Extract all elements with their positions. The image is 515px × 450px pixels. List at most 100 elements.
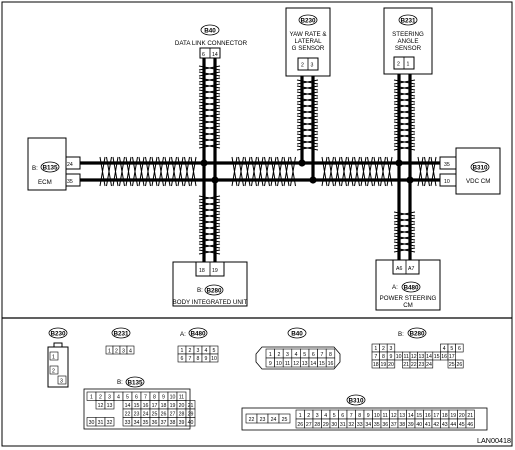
twist-mark — [270, 156, 277, 187]
pin-number: 25 — [282, 417, 288, 423]
pin-number: 5 — [450, 346, 453, 352]
svg-text:B310: B310 — [348, 397, 364, 404]
pin-number: 10 — [276, 361, 282, 367]
pin-number: 39 — [408, 422, 414, 428]
pin-number: 9 — [367, 413, 370, 419]
twist-mark — [296, 109, 319, 115]
pin-number: 9 — [269, 361, 272, 367]
pin-number: 1 — [374, 346, 377, 352]
twist-mark — [198, 195, 221, 201]
svg-text:B230: B230 — [50, 330, 66, 337]
pin-number: 9 — [390, 354, 393, 360]
pin-number: 10 — [170, 395, 176, 401]
twist-mark — [158, 156, 164, 187]
pin-number: 32 — [348, 422, 354, 428]
pin-number: 13 — [107, 403, 113, 409]
pin-number: 26 — [457, 362, 463, 368]
pin-number: 11 — [179, 395, 184, 401]
twist-mark — [393, 247, 416, 253]
junction-dot — [298, 159, 306, 167]
twist-mark — [244, 156, 251, 187]
pin-number: 31 — [340, 422, 346, 428]
svg-text:B231: B231 — [113, 330, 129, 337]
twist-mark — [198, 95, 221, 101]
junction-dot — [200, 159, 208, 167]
twist-mark — [198, 83, 221, 89]
twist-mark — [296, 133, 319, 139]
pin-number: 7 — [374, 354, 377, 360]
biu-name: BODY INTEGRATED UNIT — [173, 299, 248, 306]
pin-number: 4 — [129, 349, 132, 355]
pin-number: 22 — [125, 412, 131, 418]
pin-number: 6 — [458, 346, 461, 352]
twist-mark — [393, 133, 416, 139]
pin-number: 1 — [299, 413, 302, 419]
yaw-pin-2: 3 — [311, 63, 314, 69]
pin-number: 17 — [152, 403, 158, 409]
connector-view-b230: B230 1 2 3 — [47, 327, 69, 388]
pin-number: 17 — [449, 354, 455, 360]
pin-number: 29 — [323, 422, 329, 428]
steering-name-line-3: SENSOR — [395, 45, 422, 52]
twisted-pair-markers — [99, 65, 437, 255]
twist-mark — [373, 156, 380, 187]
twist-mark — [198, 65, 221, 71]
pin-number: 22 — [411, 362, 417, 368]
twist-mark — [393, 235, 416, 241]
twist-mark — [334, 156, 341, 187]
twist-mark — [198, 249, 221, 255]
pin-number: 9 — [162, 395, 165, 401]
pin-number: 11 — [383, 413, 388, 419]
svg-text:A:: A: — [180, 331, 186, 338]
pin-number: 23 — [134, 412, 140, 418]
twist-mark — [184, 156, 190, 187]
twist-mark — [393, 115, 416, 121]
psc-pin-2: A7 — [408, 266, 414, 272]
twist-mark — [106, 156, 112, 187]
vdc-connector-badge — [470, 161, 490, 173]
pin-number: 36 — [152, 420, 158, 426]
pin-number: 23 — [419, 362, 425, 368]
twist-mark — [119, 156, 125, 187]
vdc-cm-module: 35 10 B310 VDC CM — [439, 147, 501, 195]
pin-number: 1 — [269, 352, 272, 358]
twist-mark — [198, 243, 221, 249]
twist-mark — [424, 156, 430, 187]
pin-number: 10 — [396, 354, 402, 360]
junction-dot — [406, 176, 414, 184]
svg-text:3: 3 — [60, 379, 63, 385]
pin-number: 45 — [459, 422, 465, 428]
yaw-name-line-2: LATERAL — [294, 38, 322, 45]
twist-mark — [257, 156, 264, 187]
twist-mark — [177, 156, 184, 187]
pin-number: 4 — [443, 346, 446, 352]
twist-mark — [198, 71, 221, 77]
steering-angle-sensor: B231 STEERING ANGLE SENSOR 2 1 — [383, 7, 433, 75]
twist-mark — [430, 156, 437, 187]
pin-cell — [325, 357, 336, 368]
twist-mark — [393, 223, 416, 229]
dlc-name: DATA LINK CONNECTOR — [175, 40, 248, 47]
vdc-name: VDC CM — [466, 178, 490, 185]
connector-housing — [83, 388, 191, 430]
twist-mark — [125, 156, 132, 187]
pin-number: 18 — [442, 413, 448, 419]
yaw-name-line-3: G SENSOR — [292, 45, 325, 52]
ecm-connector-badge — [40, 161, 60, 173]
pin-number: 8 — [153, 395, 156, 401]
twist-mark — [283, 156, 290, 187]
pin-number: 19 — [381, 362, 387, 368]
pin-number: 33 — [125, 420, 131, 426]
twist-mark — [296, 139, 319, 145]
pin-number: 27 — [170, 412, 176, 418]
vdc-pin-2: 10 — [444, 179, 450, 185]
twist-mark — [145, 156, 151, 187]
twist-mark — [231, 156, 238, 187]
pin-number: 33 — [357, 422, 363, 428]
psc-connector-id: B480 — [403, 284, 419, 291]
pin-number: 21 — [188, 403, 194, 409]
pin-number: 18 — [373, 362, 379, 368]
